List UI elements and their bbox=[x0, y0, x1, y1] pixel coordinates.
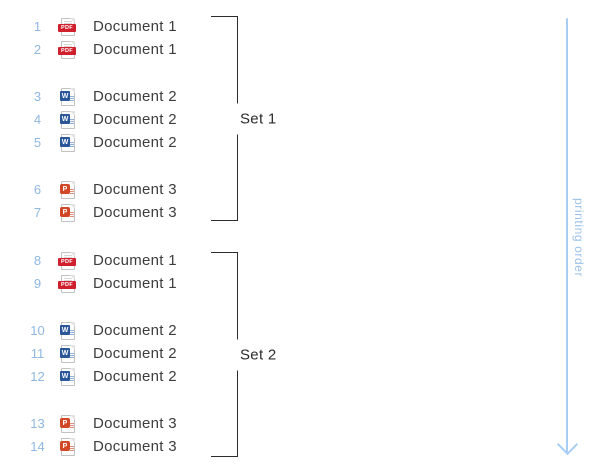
file-type-badge: W bbox=[60, 91, 70, 101]
document-row: 11 W Document 2 bbox=[0, 344, 230, 364]
set2-bracket: Set 2 bbox=[211, 252, 281, 457]
file-type-badge: W bbox=[60, 137, 70, 147]
document-name: Document 3 bbox=[93, 204, 177, 221]
document-row: 3 W Document 2 bbox=[0, 87, 230, 107]
document-name: Document 2 bbox=[93, 134, 177, 151]
pdf-file-icon: PDF bbox=[58, 40, 76, 59]
word-file-icon: W bbox=[60, 133, 76, 152]
print-order-number: 10 bbox=[30, 323, 45, 338]
document-row: 12 W Document 2 bbox=[0, 367, 230, 387]
document-row: 10 W Document 2 bbox=[0, 321, 230, 341]
file-type-badge: PDF bbox=[58, 258, 76, 266]
file-type-badge: P bbox=[60, 418, 70, 428]
print-order-number: 5 bbox=[33, 135, 42, 150]
word-file-icon: W bbox=[60, 344, 76, 363]
document-name: Document 2 bbox=[93, 368, 177, 385]
document-name: Document 2 bbox=[93, 111, 177, 128]
document-row: 1 PDF Document 1 bbox=[0, 17, 230, 37]
document-name: Document 1 bbox=[93, 18, 177, 35]
document-row: 13 P Document 3 bbox=[0, 414, 230, 434]
print-order-number: 9 bbox=[33, 276, 42, 291]
down-arrow-icon bbox=[566, 18, 568, 454]
file-type-badge: W bbox=[60, 371, 70, 381]
powerpoint-file-icon: P bbox=[60, 203, 76, 222]
print-order-number: 2 bbox=[33, 42, 42, 57]
file-type-badge: P bbox=[60, 207, 70, 217]
print-order-number: 8 bbox=[33, 253, 42, 268]
pdf-file-icon: PDF bbox=[58, 17, 76, 36]
document-name: Document 3 bbox=[93, 438, 177, 455]
document-name: Document 1 bbox=[93, 275, 177, 292]
pdf-file-icon: PDF bbox=[58, 274, 76, 293]
word-file-icon: W bbox=[60, 367, 76, 386]
word-file-icon: W bbox=[60, 110, 76, 129]
file-type-badge: P bbox=[60, 184, 70, 194]
document-name: Document 2 bbox=[93, 88, 177, 105]
powerpoint-file-icon: P bbox=[60, 437, 76, 456]
document-name: Document 1 bbox=[93, 252, 177, 269]
printing-order-label: printing order bbox=[572, 198, 586, 278]
pdf-file-icon: PDF bbox=[58, 251, 76, 270]
word-file-icon: W bbox=[60, 87, 76, 106]
file-type-badge: PDF bbox=[58, 47, 76, 55]
file-type-badge: W bbox=[60, 348, 70, 358]
document-row: 14 P Document 3 bbox=[0, 437, 230, 457]
document-row: 2 PDF Document 1 bbox=[0, 40, 230, 60]
document-row: 6 P Document 3 bbox=[0, 180, 230, 200]
document-row: 7 P Document 3 bbox=[0, 203, 230, 223]
file-type-badge: W bbox=[60, 325, 70, 335]
file-type-badge: P bbox=[60, 441, 70, 451]
set1-label: Set 1 bbox=[234, 103, 281, 134]
powerpoint-file-icon: P bbox=[60, 414, 76, 433]
document-row: 9 PDF Document 1 bbox=[0, 274, 230, 294]
print-order-number: 4 bbox=[33, 112, 42, 127]
word-file-icon: W bbox=[60, 321, 76, 340]
document-name: Document 1 bbox=[93, 41, 177, 58]
document-row: 8 PDF Document 1 bbox=[0, 251, 230, 271]
print-order-number: 13 bbox=[30, 416, 45, 431]
set2-label: Set 2 bbox=[234, 339, 281, 370]
file-type-badge: PDF bbox=[58, 281, 76, 289]
document-row: 4 W Document 2 bbox=[0, 110, 230, 130]
document-name: Document 2 bbox=[93, 322, 177, 339]
print-order-number: 11 bbox=[30, 346, 45, 361]
powerpoint-file-icon: P bbox=[60, 180, 76, 199]
print-order-number: 7 bbox=[33, 205, 42, 220]
print-order-number: 6 bbox=[33, 182, 42, 197]
print-order-number: 1 bbox=[33, 19, 42, 34]
print-order-number: 3 bbox=[33, 89, 42, 104]
document-name: Document 2 bbox=[93, 345, 177, 362]
print-order-number: 12 bbox=[30, 369, 45, 384]
set1-bracket: Set 1 bbox=[211, 16, 281, 221]
document-name: Document 3 bbox=[93, 415, 177, 432]
document-name: Document 3 bbox=[93, 181, 177, 198]
document-row: 5 W Document 2 bbox=[0, 133, 230, 153]
file-type-badge: W bbox=[60, 114, 70, 124]
print-order-number: 14 bbox=[30, 439, 45, 454]
file-type-badge: PDF bbox=[58, 24, 76, 32]
